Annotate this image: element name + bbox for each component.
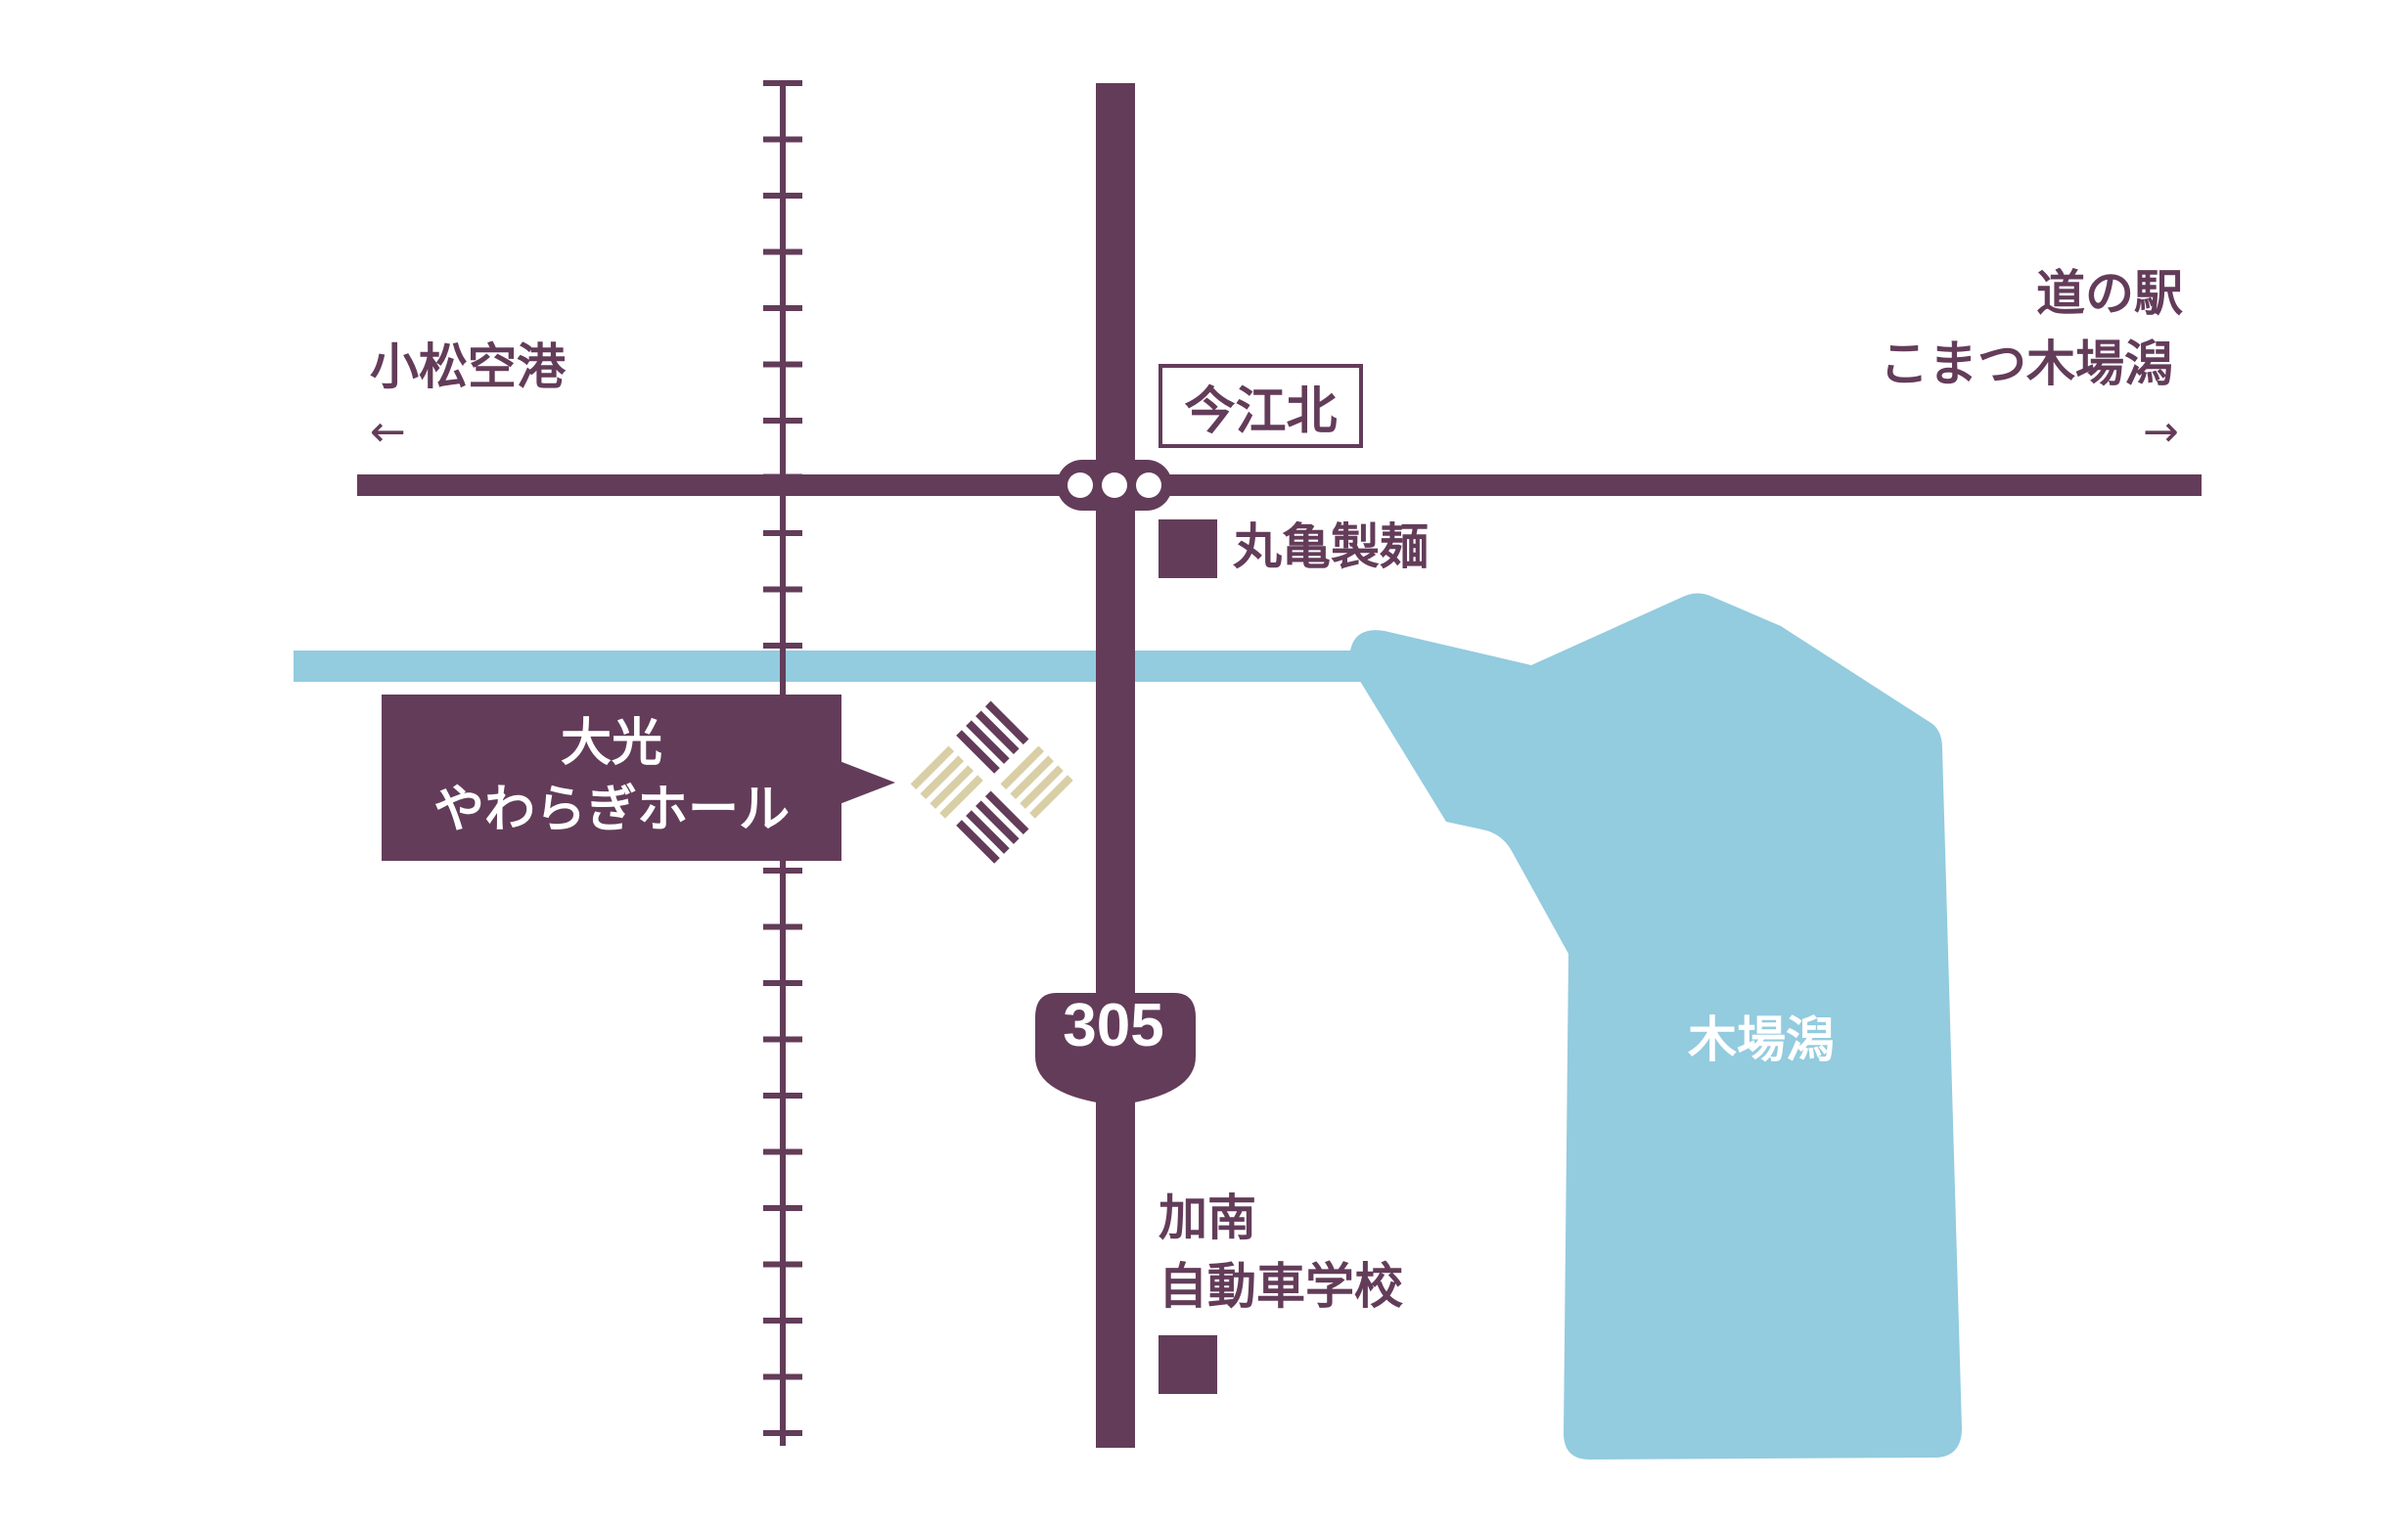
roadside-station-label-line2: こまつ木場潟 bbox=[1880, 336, 2173, 392]
noodle-factory-label: 丸亀製麺 bbox=[1233, 518, 1429, 575]
airport-label: 小松空港 bbox=[370, 338, 566, 395]
lake-label: 木場潟 bbox=[1688, 1011, 1835, 1068]
lake-kibagata bbox=[1350, 593, 1962, 1460]
river bbox=[294, 651, 1389, 682]
left-arrow-icon: ← bbox=[370, 407, 406, 457]
national-route-shield-icon bbox=[1035, 993, 1196, 1105]
venue-label-line1: 大光 bbox=[560, 714, 662, 774]
venue-callout-pointer bbox=[840, 761, 895, 804]
east-west-road bbox=[357, 474, 2202, 496]
venue-label-line2: やわらぎホール bbox=[432, 781, 790, 839]
route-305-road bbox=[1096, 83, 1135, 1448]
intersection-sign: 今江北 bbox=[1159, 364, 1363, 448]
driving-school-label-line2: 自動車学校 bbox=[1159, 1258, 1403, 1315]
right-arrow-icon: → bbox=[2143, 407, 2179, 457]
roadside-station-label-line1: 道の駅 bbox=[2036, 265, 2183, 322]
driving-school-label-line1: 加南 bbox=[1159, 1190, 1256, 1246]
venue-callout: 大光 やわらぎホール bbox=[382, 695, 841, 861]
traffic-signal-icon bbox=[1057, 460, 1172, 511]
noodle-factory-marker bbox=[1159, 519, 1217, 578]
driving-school-marker bbox=[1159, 1335, 1217, 1394]
intersection-label: 今江北 bbox=[1184, 382, 1338, 441]
venue-diamond-icon bbox=[902, 693, 1082, 873]
route-number: 305 bbox=[1063, 992, 1164, 1059]
